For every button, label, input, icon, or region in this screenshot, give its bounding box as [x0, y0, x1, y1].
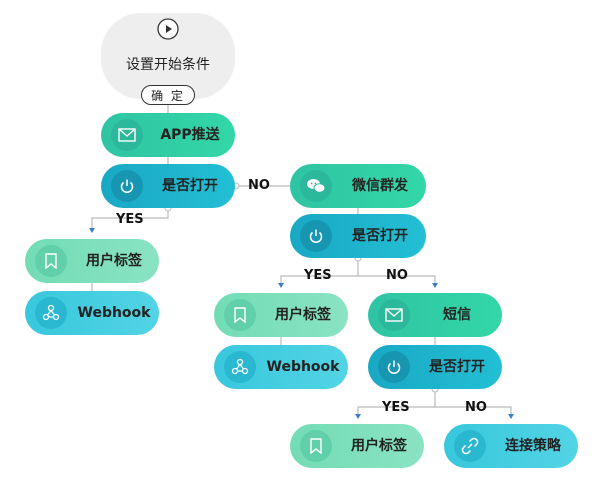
play-icon — [157, 18, 179, 40]
start-title: 设置开始条件 — [126, 57, 210, 73]
bookmark-icon — [224, 299, 256, 331]
user-tag-label-3: 用户标签 — [351, 438, 407, 454]
is-open-node-3[interactable]: 是否打开 — [368, 345, 502, 389]
wechat-group-label: 微信群发 — [352, 178, 408, 194]
is-open-node-1[interactable]: 是否打开 — [101, 164, 235, 208]
webhook-label-1: Webhook — [77, 305, 151, 321]
power-icon — [111, 170, 143, 202]
user-tag-node-2[interactable]: 用户标签 — [214, 293, 348, 337]
is-open-label-1: 是否打开 — [162, 178, 218, 194]
power-icon — [378, 351, 410, 383]
bookmark-icon — [300, 430, 332, 462]
link-strategy-node[interactable]: 连接策略 — [444, 424, 578, 468]
sms-node[interactable]: 短信 — [368, 293, 502, 337]
webhook-icon — [35, 297, 67, 329]
webhook-node-2[interactable]: Webhook — [214, 345, 348, 389]
bookmark-icon — [35, 245, 67, 277]
webhook-icon — [224, 351, 256, 383]
is-open-label-3: 是否打开 — [429, 359, 485, 375]
app-push-label: APP推送 — [160, 127, 220, 143]
app-push-node[interactable]: APP推送 — [101, 113, 235, 157]
sms-label: 短信 — [443, 307, 471, 323]
is-open-node-2[interactable]: 是否打开 — [290, 214, 426, 258]
no-label-2: NO — [386, 268, 408, 283]
user-tag-node-1[interactable]: 用户标签 — [25, 239, 159, 283]
no-label-1: NO — [248, 178, 270, 193]
webhook-node-1[interactable]: Webhook — [25, 291, 159, 335]
wechat-group-node[interactable]: 微信群发 — [290, 164, 426, 208]
link-strategy-label: 连接策略 — [505, 438, 561, 454]
confirm-button[interactable]: 确 定 — [141, 85, 195, 105]
no-label-3: NO — [465, 400, 487, 415]
webhook-label-2: Webhook — [266, 359, 340, 375]
user-tag-label-1: 用户标签 — [86, 253, 142, 269]
mail-icon — [378, 299, 410, 331]
link-icon — [454, 430, 486, 462]
yes-label-1: YES — [116, 212, 144, 227]
yes-label-2: YES — [304, 268, 332, 283]
wechat-icon — [300, 170, 332, 202]
user-tag-node-3[interactable]: 用户标签 — [290, 424, 424, 468]
is-open-label-2: 是否打开 — [352, 228, 408, 244]
start-condition-node[interactable]: 设置开始条件 确 定 — [101, 13, 235, 105]
mail-icon — [111, 119, 143, 151]
yes-label-3: YES — [382, 400, 410, 415]
power-icon — [300, 220, 332, 252]
user-tag-label-2: 用户标签 — [275, 307, 331, 323]
